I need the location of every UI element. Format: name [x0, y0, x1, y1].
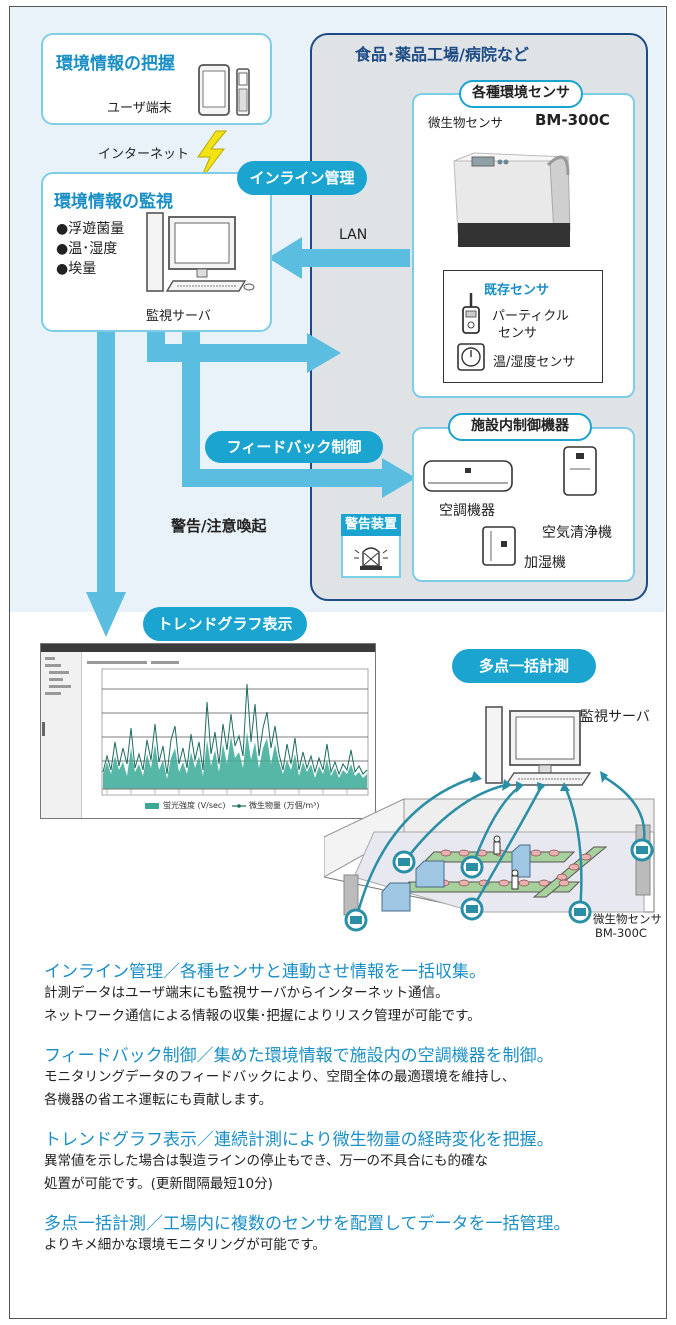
env-grasp-box: [41, 33, 272, 125]
warning-label: 警告/注意喚起: [171, 517, 267, 535]
air-purifier-label: 空気清浄機: [542, 525, 612, 541]
air-conditioner-label: 空調機器: [439, 503, 495, 519]
monitor-item-temp-humidity: ●温･湿度: [56, 241, 118, 257]
humidifier-icon: [482, 526, 516, 566]
trend-graph-chart: [42, 657, 369, 809]
env-monitor-title: 環境情報の監視: [54, 192, 173, 212]
section-trend-line-2: 処置が可能です。(更新間隔最短10分): [44, 1176, 273, 1192]
humidifier-label: 加湿機: [524, 555, 566, 571]
monitoring-server-icon: [146, 212, 255, 292]
section-multipoint-line-1: よりキメ細かな環境モニタリングが可能です。: [44, 1237, 326, 1253]
monitor-item-airborne: ●浮遊菌量: [56, 221, 125, 237]
air-conditioner-icon: [423, 460, 513, 492]
multipoint-pill: 多点一括計測: [452, 649, 596, 683]
trend-legend-microbe: 微生物量 (万個/m³): [249, 801, 320, 810]
sensors-pill: 各種環境センサ: [459, 80, 583, 108]
control-devices-pill: 施設内制御機器: [448, 413, 592, 441]
particle-sensor-icon: [462, 293, 480, 334]
existing-sensors-title: 既存センサ: [484, 283, 550, 298]
section-feedback-line-2: 各機器の省エネ運転にも貢献します。: [44, 1092, 273, 1108]
lan-label: LAN: [339, 227, 368, 243]
trend-legend-fluorescence: 蛍光強度 (V/sec): [163, 801, 226, 810]
section-trend-heading: トレンドグラフ表示／連続計測により微生物量の経時変化を把握。: [44, 1130, 554, 1150]
internet-label: インターネット: [98, 147, 190, 162]
feedback-control-pill: フィードバック制御: [205, 431, 383, 463]
section-inline-line-1: 計測データはユーザ端末にも監視サーバからインターネット通信。: [44, 985, 449, 1001]
facility-title: 食品･薬品工場/病院など: [355, 45, 529, 64]
alarm-device-title: 警告装置: [341, 514, 401, 536]
humidity-sensor-label: 温/湿度センサ: [493, 355, 576, 370]
flow-arrows: [86, 130, 416, 637]
section-feedback-heading: フィードバック制御／集めた環境情報で施設内の空調機器を制御。: [44, 1046, 554, 1066]
bio-sensor-device-icon: [453, 152, 571, 247]
section-inline-line-2: ネットワーク通信による情報の収集･把握によりリスク管理が可能です。: [44, 1008, 481, 1024]
system-diagram: 食品･薬品工場/病院など 環境情報の把握 ユーザ端末: [10, 7, 665, 641]
multipoint-server-label: 監視サーバ: [580, 709, 650, 725]
multipoint-sensor-label-2: BM-300C: [595, 926, 647, 940]
user-terminal-label: ユーザ端末: [107, 101, 172, 116]
section-inline-heading: インライン管理／各種センサと連動させ情報を一括収集。: [44, 962, 486, 982]
humidity-sensor-icon: [457, 343, 485, 371]
particle-sensor-label-1: パーティクル: [492, 309, 569, 324]
env-grasp-title: 環境情報の把握: [56, 54, 175, 74]
page-frame: 食品･薬品工場/病院など 環境情報の把握 ユーザ端末: [9, 6, 667, 1319]
section-feedback-line-1: モニタリングデータのフィードバックにより、空間全体の最適環境を維持し、: [44, 1069, 516, 1085]
bio-sensor-model: BM-300C: [535, 111, 610, 129]
particle-sensor-label-2: センサ: [498, 326, 538, 341]
factory-floor-diagram: [324, 706, 655, 932]
trend-graph-window: 蛍光強度 (V/sec) 微生物量 (万個/m³): [40, 643, 376, 819]
bio-sensor-label: 微生物センサ: [428, 115, 504, 130]
trend-graph-pill: トレンドグラフ表示: [143, 607, 307, 641]
inline-management-pill: インライン管理: [237, 161, 367, 195]
monitoring-server-label: 監視サーバ: [146, 309, 211, 324]
sensor-badges: [344, 838, 654, 932]
tablet-icon: [198, 64, 250, 116]
multipoint-sensor-label-1: 微生物センサ: [593, 912, 662, 926]
air-purifier-icon: [563, 446, 597, 496]
section-trend-line-1: 異常値を示した場合は製造ラインの停止もでき、万一の不具合にも的確な: [44, 1153, 489, 1169]
monitor-item-dust: ●埃量: [56, 261, 97, 277]
alarm-light-icon: [354, 547, 388, 570]
section-multipoint-heading: 多点一括計測／工場内に複数のセンサを配置してデータを一括管理。: [44, 1214, 571, 1234]
